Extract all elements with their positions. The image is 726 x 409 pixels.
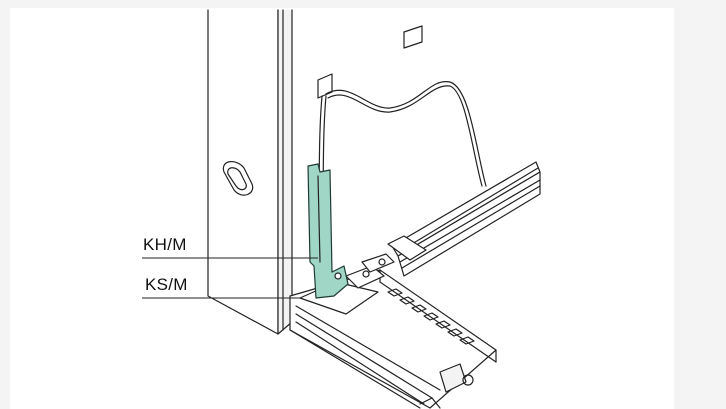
label-ks-m: KS/M: [145, 275, 188, 294]
rear-hole: [403, 25, 423, 49]
highlighted-part-kh-m: [307, 163, 349, 299]
rear-hole-small: [317, 73, 333, 99]
label-kh-m: KH/M: [143, 235, 187, 254]
horizontal-rail: [387, 161, 541, 277]
side-panel: [207, 9, 293, 335]
